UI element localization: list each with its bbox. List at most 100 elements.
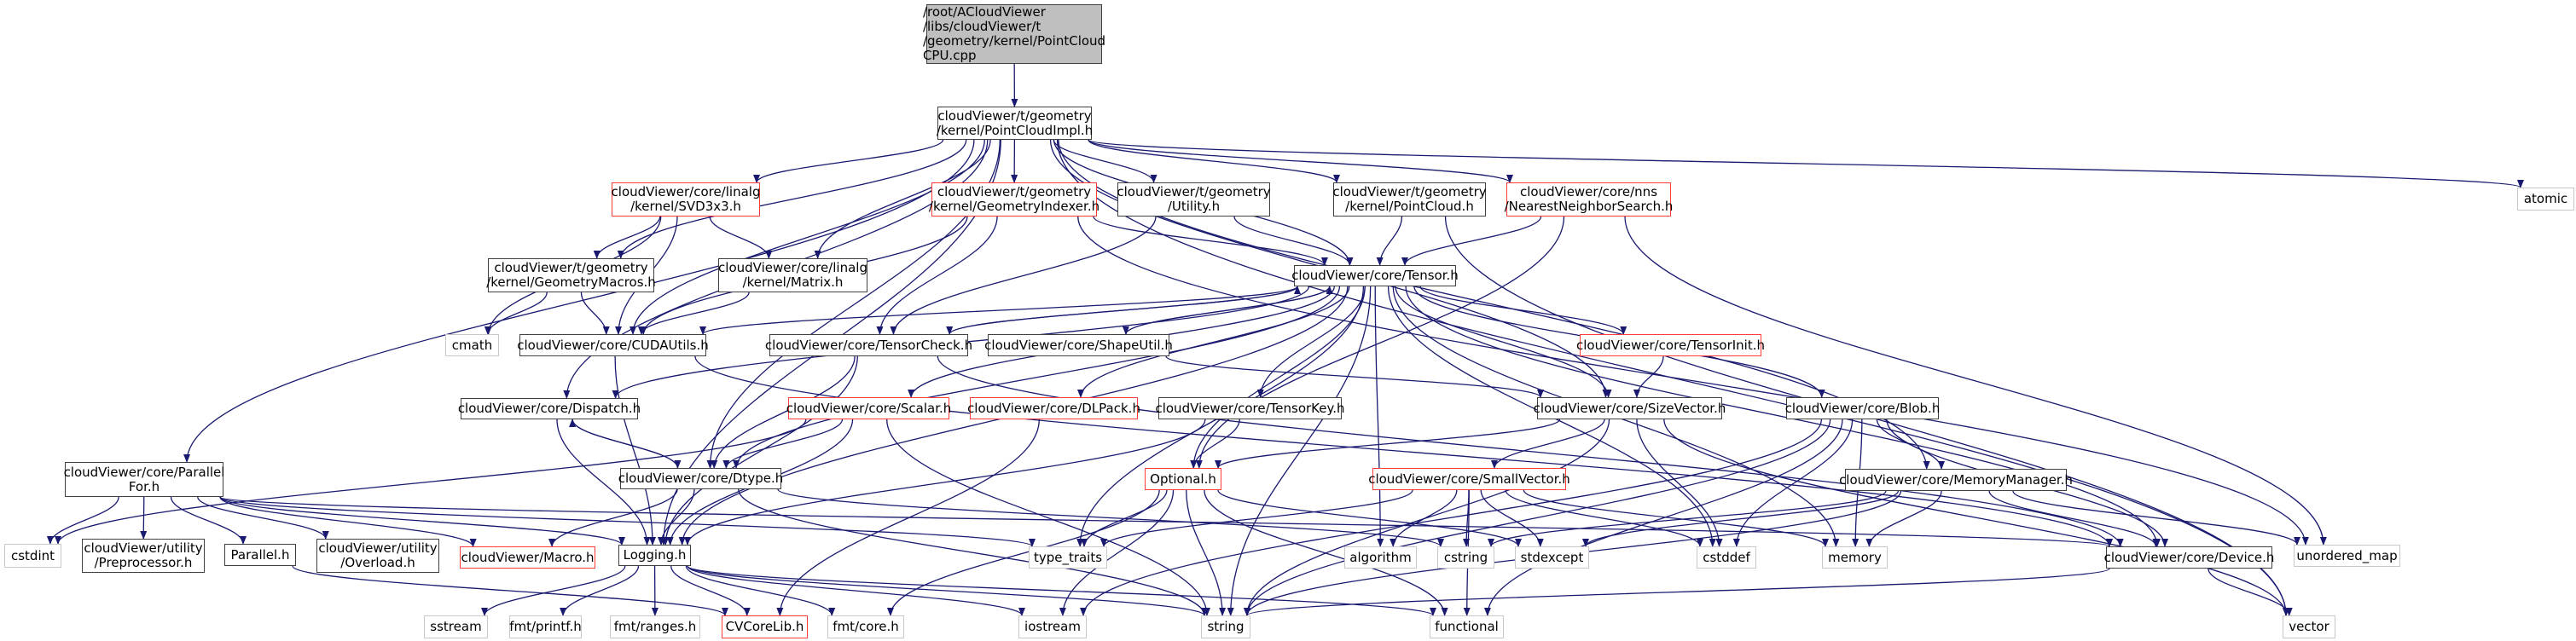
- graph-node-fmtcore[interactable]: fmt/core.h: [827, 615, 904, 638]
- edge-sizevector-to-optional: [1215, 419, 1561, 469]
- graph-node-blob[interactable]: cloudViewer/core/Blob.h: [1785, 397, 1940, 419]
- graph-node-memmgr[interactable]: cloudViewer/core/MemoryManager.h: [1839, 469, 2073, 491]
- graph-node-dispatch[interactable]: cloudViewer/core/Dispatch.h: [458, 398, 641, 419]
- graph-node-macro[interactable]: cloudViewer/Macro.h: [460, 546, 595, 569]
- graph-node-root[interactable]: /root/ACloudViewer /libs/cloudViewer/t /…: [922, 4, 1106, 64]
- edge-gindexer-to-tensor: [1093, 216, 1328, 266]
- graph-node-vector[interactable]: vector: [2283, 615, 2335, 638]
- graph-node-utility[interactable]: cloudViewer/t/geometry /Utility.h: [1117, 182, 1271, 217]
- graph-node-unorderedmap[interactable]: unordered_map: [2294, 545, 2400, 567]
- edge-pcimpl-to-matrix: [814, 139, 991, 259]
- edge-memmgr-to-memory: [1865, 490, 1942, 547]
- edge-optional-to-fmtcore: [886, 489, 1160, 616]
- graph-node-tensorinit[interactable]: cloudViewer/core/TensorInit.h: [1576, 334, 1765, 356]
- graph-node-logging[interactable]: Logging.h: [618, 545, 691, 566]
- edge-logging-to-string: [687, 565, 1208, 616]
- edge-blob-to-string: [1244, 419, 1831, 616]
- graph-node-optional[interactable]: Optional.h: [1145, 468, 1221, 490]
- edge-smallvector-to-memory: [1523, 489, 1829, 547]
- graph-node-gindexer[interactable]: cloudViewer/t/geometry /kernel/GeometryI…: [929, 182, 1099, 217]
- graph-node-algorithm[interactable]: algorithm: [1344, 546, 1417, 569]
- graph-node-parallel[interactable]: Parallel.h: [224, 544, 296, 566]
- edge-cudautils-to-device: [694, 355, 2113, 547]
- edge-pcimpl-to-svd: [753, 139, 944, 183]
- edge-tensor-to-dtype: [733, 286, 1341, 469]
- graph-node-string[interactable]: string: [1201, 615, 1250, 638]
- edge-logging-to-functional: [687, 565, 1436, 616]
- edge-dispatch-to-logging: [556, 419, 651, 546]
- edge-logging-to-fmtcore: [685, 565, 836, 616]
- edge-scalar-to-dtype: [722, 419, 844, 469]
- graph-node-gmacros[interactable]: cloudViewer/t/geometry /kernel/GeometryM…: [486, 258, 656, 292]
- edge-parallel-to-cvcorelib: [292, 565, 728, 616]
- graph-node-overload[interactable]: cloudViewer/utility /Overload.h: [316, 539, 439, 573]
- graph-node-cstddef[interactable]: cstddef: [1697, 546, 1756, 569]
- graph-node-device[interactable]: cloudViewer/core/Device.h: [2104, 546, 2274, 569]
- edge-pointcloud-to-tensor: [1376, 216, 1403, 266]
- graph-node-svd[interactable]: cloudViewer/core/linalg /kernel/SVD3x3.h: [612, 182, 760, 217]
- edge-parallelfor-to-macro: [219, 496, 477, 547]
- edge-tensor-to-sizevector: [1395, 286, 1612, 398]
- edge-cudautils-to-logging: [614, 355, 657, 546]
- graph-node-pcimpl[interactable]: cloudViewer/t/geometry /kernel/PointClou…: [937, 107, 1093, 140]
- edge-tensor-to-string: [1227, 286, 1372, 616]
- edge-parallelfor-to-device: [219, 496, 2113, 547]
- edge-nns-to-optional: [1195, 216, 1565, 469]
- graph-node-cudautils[interactable]: cloudViewer/core/CUDAUtils.h: [517, 334, 709, 356]
- graph-node-parallelfor[interactable]: cloudViewer/core/Parallel For.h: [64, 462, 224, 497]
- edge-logging-to-sstream: [481, 565, 626, 616]
- graph-node-dlpack[interactable]: cloudViewer/core/DLPack.h: [967, 397, 1140, 419]
- graph-node-fmtranges[interactable]: fmt/ranges.h: [610, 615, 700, 638]
- edge-logging-to-fmtprintf: [560, 565, 640, 616]
- edge-tensor-to-optional: [1190, 286, 1366, 469]
- edge-gmacros-to-cudautils: [580, 292, 610, 335]
- graph-node-cmath[interactable]: cmath: [445, 334, 499, 356]
- edge-pcimpl-to-pointcloud: [1088, 139, 1340, 183]
- graph-node-atomic[interactable]: atomic: [2517, 188, 2574, 211]
- graph-node-dtype[interactable]: cloudViewer/core/Dtype.h: [618, 468, 783, 489]
- edge-svd-to-gmacros: [593, 216, 661, 259]
- edge-parallelfor-to-overload: [197, 496, 329, 540]
- graph-node-preproc[interactable]: cloudViewer/utility /Preprocessor.h: [82, 539, 205, 573]
- graph-node-sstream[interactable]: sstream: [424, 615, 488, 638]
- graph-node-functional[interactable]: functional: [1430, 615, 1504, 638]
- graph-node-fmtprintf[interactable]: fmt/printf.h: [509, 615, 582, 638]
- graph-node-stdexcept[interactable]: stdexcept: [1515, 546, 1589, 569]
- edge-parallelfor-to-logging: [219, 496, 625, 546]
- graph-node-nns[interactable]: cloudViewer/core/nns /NearestNeighborSea…: [1505, 182, 1673, 217]
- graph-node-tensorkey[interactable]: cloudViewer/core/TensorKey.h: [1155, 397, 1345, 419]
- graph-node-smallvector[interactable]: cloudViewer/core/SmallVector.h: [1368, 468, 1570, 490]
- graph-node-typetraits[interactable]: type_traits: [1029, 546, 1107, 569]
- edge-tensorcheck-to-device: [937, 355, 2124, 547]
- edge-dtype-to-macro: [548, 488, 678, 547]
- graph-node-cvcorelib[interactable]: CVCoreLib.h: [722, 615, 808, 638]
- edge-sizevector-to-string: [1243, 419, 1610, 616]
- graph-node-shapeutil[interactable]: cloudViewer/core/ShapeUtil.h: [984, 334, 1173, 356]
- edge-optional-to-functional: [1204, 489, 1448, 616]
- graph-node-scalar[interactable]: cloudViewer/core/Scalar.h: [786, 397, 951, 419]
- edge-memmgr-to-unorderedmap: [2012, 490, 2300, 546]
- graph-node-tensorcheck[interactable]: cloudViewer/core/TensorCheck.h: [765, 334, 972, 356]
- graph-node-tensor[interactable]: cloudViewer/core/Tensor.h: [1291, 265, 1459, 286]
- edge-scalar-to-string: [886, 419, 1210, 616]
- edge-nns-to-tensor: [1401, 216, 1542, 266]
- edge-memmgr-to-cstring: [1488, 490, 1887, 547]
- edge-memmgr-to-stdexcept: [1582, 490, 1900, 547]
- graph-node-memory[interactable]: memory: [1822, 546, 1888, 569]
- edge-tensor-to-tensorinit: [1419, 286, 1627, 335]
- edge-tensor-to-dlpack: [1077, 286, 1350, 398]
- edge-parallelfor-to-preproc: [140, 496, 148, 540]
- edge-pcimpl-to-gmacros: [617, 139, 967, 259]
- edge-tensor-to-algorithm: [1374, 286, 1384, 547]
- graph-node-pointcloud[interactable]: cloudViewer/t/geometry /kernel/PointClou…: [1332, 182, 1487, 217]
- edge-tensorcheck-to-logging: [662, 355, 858, 546]
- edge-sizevector-to-smallvector: [1491, 419, 1605, 469]
- graph-node-sizevector[interactable]: cloudViewer/core/SizeVector.h: [1534, 397, 1726, 419]
- graph-node-matrix[interactable]: cloudViewer/core/linalg /kernel/Matrix.h: [718, 258, 867, 292]
- graph-node-cstring[interactable]: cstring: [1437, 546, 1494, 569]
- edge-optional-to-stdexcept: [1217, 489, 1522, 547]
- graph-node-iostream[interactable]: iostream: [1018, 615, 1087, 638]
- graph-node-cstdint[interactable]: cstdint: [4, 544, 61, 568]
- edge-gindexer-to-unorderedmap: [1077, 216, 2309, 546]
